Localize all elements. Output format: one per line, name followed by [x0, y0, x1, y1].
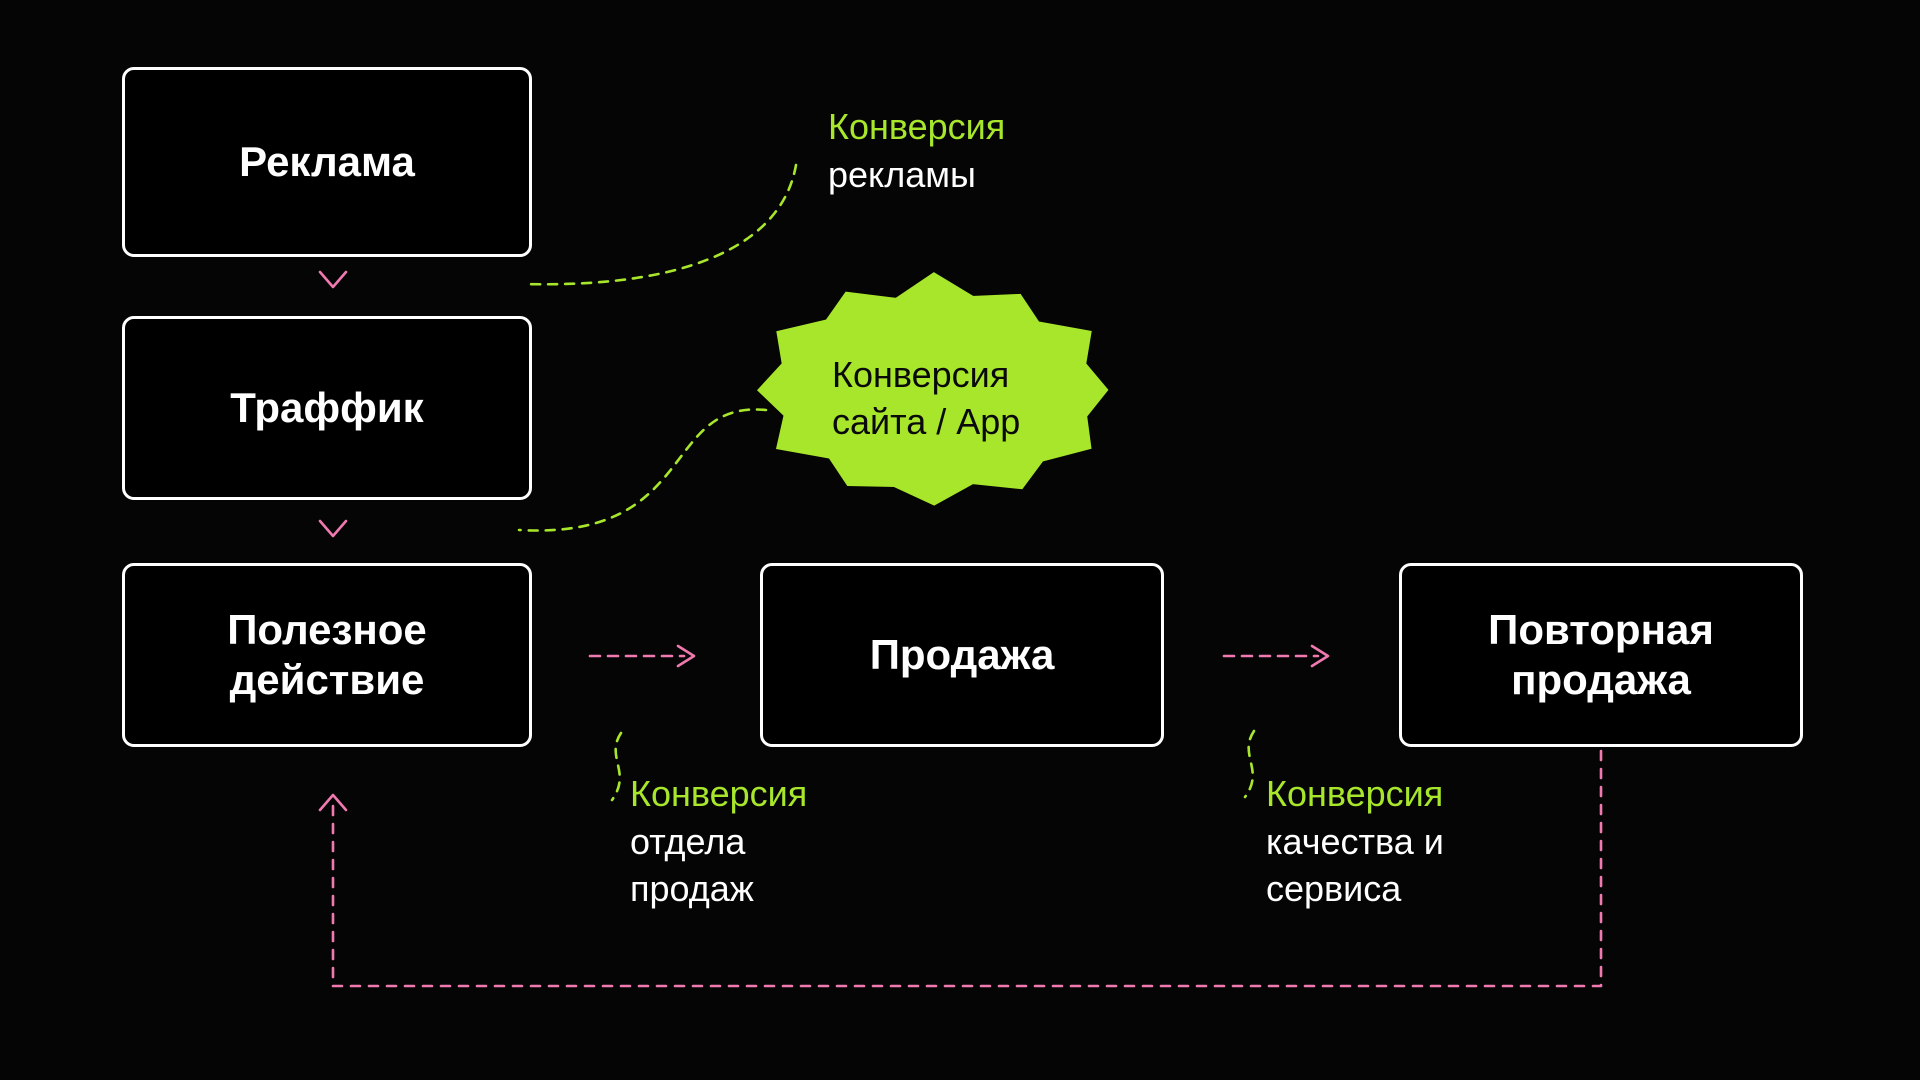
annotation-site-app-conversion-line2: сайта / App: [832, 400, 1021, 442]
arrow-useful-to-sale-head-icon: [676, 644, 696, 668]
node-ads-label: Реклама: [239, 138, 415, 186]
annotation-ad-conversion: Конверсия рекламы: [828, 103, 1005, 198]
connector-site-app-conversion-line: [517, 408, 768, 532]
annotation-sales-dept-conversion-highlight: Конверсия: [630, 773, 808, 814]
annotation-quality-service-conversion: Конверсия качества и сервиса: [1266, 770, 1444, 913]
connector-sales-dept-conversion-line: [610, 731, 623, 802]
node-ads: Реклама: [122, 67, 532, 257]
node-useful-action-label: Полезное действие: [227, 606, 427, 703]
node-useful-action: Полезное действие: [122, 563, 532, 747]
connector-ad-conversion-line: [522, 163, 798, 286]
annotation-site-app-conversion-line1: Конверсия: [832, 354, 1010, 395]
annotation-quality-service-conversion-text2: сервиса: [1266, 868, 1402, 910]
node-traffic: Траффик: [122, 316, 532, 500]
annotation-ad-conversion-highlight: Конверсия: [828, 106, 1006, 147]
annotation-site-app-conversion: Конверсия сайта / App: [832, 352, 1020, 446]
node-traffic-label: Траффик: [230, 384, 424, 432]
arrow-sale-to-repeat-head-icon: [1310, 644, 1330, 668]
annotation-quality-service-conversion-text1: качества и: [1266, 820, 1444, 862]
annotation-sales-dept-conversion: Конверсия отдела продаж: [630, 770, 807, 913]
arrow-down-ads-to-traffic-icon: [318, 270, 348, 289]
loop-repeat-to-useful-head-icon: [318, 793, 348, 812]
annotation-sales-dept-conversion-text2: продаж: [630, 868, 754, 910]
node-repeat-sale-label: Повторная продажа: [1488, 606, 1714, 703]
connector-quality-service-conversion-line: [1243, 729, 1256, 799]
node-sale-label: Продажа: [869, 631, 1055, 679]
node-sale: Продажа: [760, 563, 1164, 747]
annotation-ad-conversion-text: рекламы: [828, 153, 976, 195]
node-repeat-sale: Повторная продажа: [1399, 563, 1803, 747]
arrow-down-traffic-to-useful-icon: [318, 519, 348, 538]
annotation-quality-service-conversion-highlight: Конверсия: [1266, 773, 1444, 814]
annotation-sales-dept-conversion-text1: отдела: [630, 820, 746, 862]
